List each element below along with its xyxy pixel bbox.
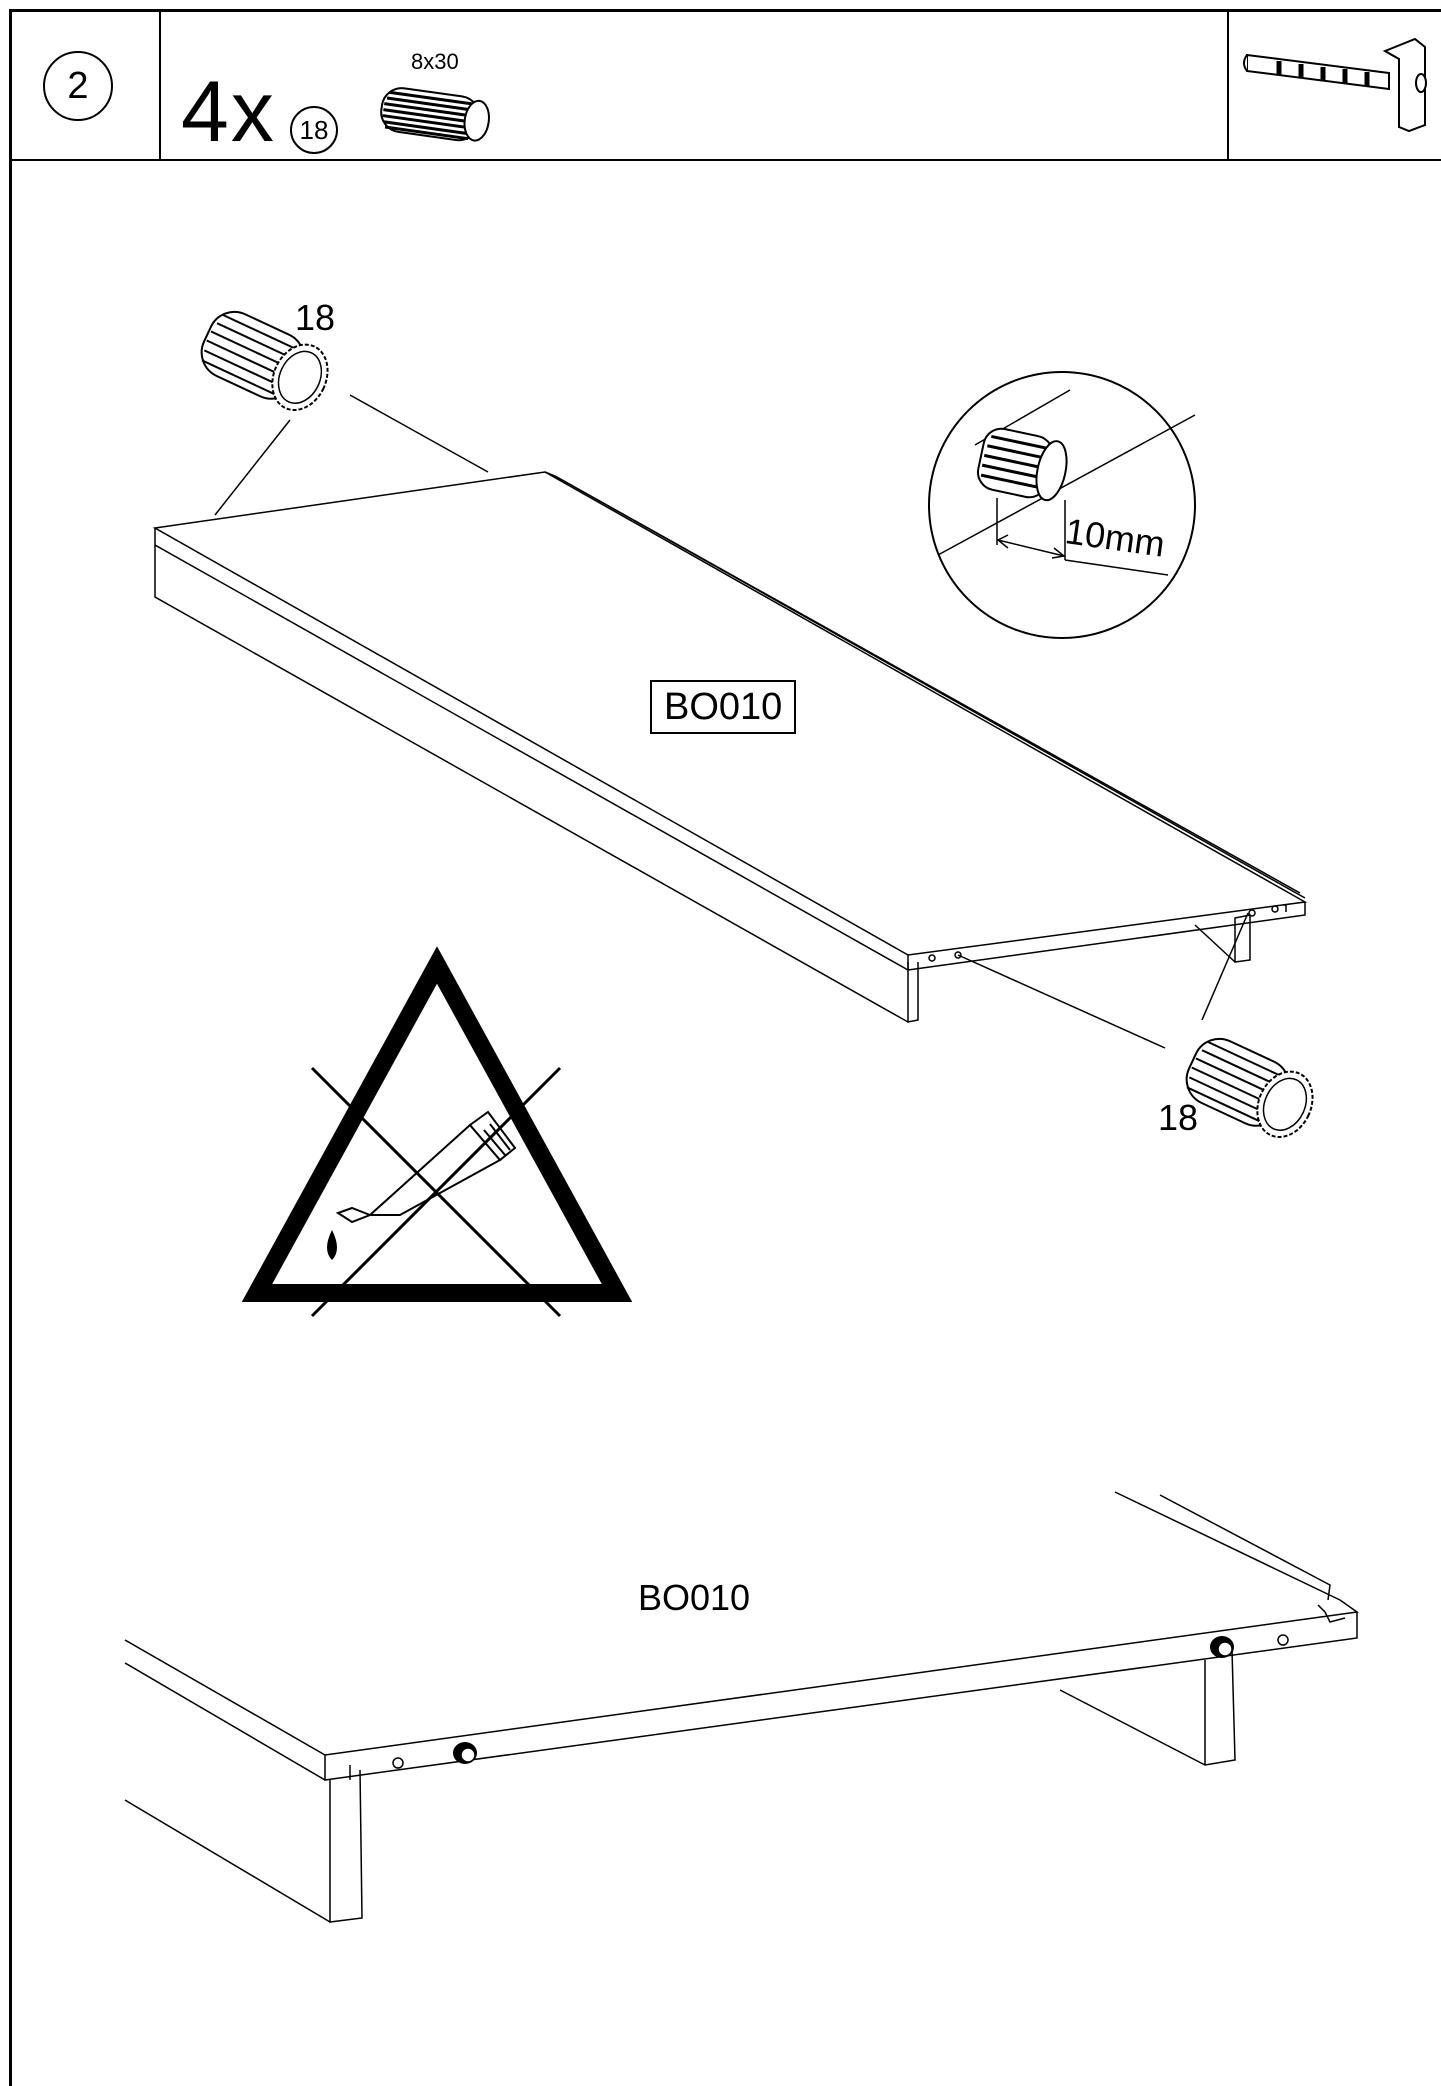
- part-dimension: 8x30: [411, 49, 459, 74]
- board-label-boxed: BO010: [650, 680, 797, 734]
- dowel-icon: [453, 1742, 477, 1764]
- dowel-icon: [200, 310, 329, 412]
- no-glue-icon: [241, 946, 633, 1318]
- part-quantity: 4x: [181, 64, 276, 160]
- board-top-view: [152, 394, 1308, 1049]
- part-number: 18: [290, 106, 338, 154]
- dowel-icon: [1185, 1037, 1314, 1139]
- step-header: 2 4x 18 8x30: [9, 9, 1441, 161]
- board-bottom-view: [124, 1491, 1359, 1923]
- dowel-label-bottom: 18: [1158, 1097, 1199, 1138]
- dowel-label-top: 18: [295, 297, 336, 338]
- step-cell: 2: [9, 9, 161, 159]
- parts-cell: 4x 18 8x30: [161, 9, 1227, 159]
- board-label-bottom: BO010: [638, 1577, 751, 1618]
- page-frame: [9, 9, 1441, 2086]
- dowel-icon: [1210, 1636, 1234, 1658]
- dowel-icon: [380, 87, 490, 142]
- detail-magnifier: [928, 371, 1196, 639]
- hammer-icon: [1243, 37, 1427, 133]
- tool-cell: [1227, 9, 1441, 159]
- step-number: 2: [43, 51, 113, 121]
